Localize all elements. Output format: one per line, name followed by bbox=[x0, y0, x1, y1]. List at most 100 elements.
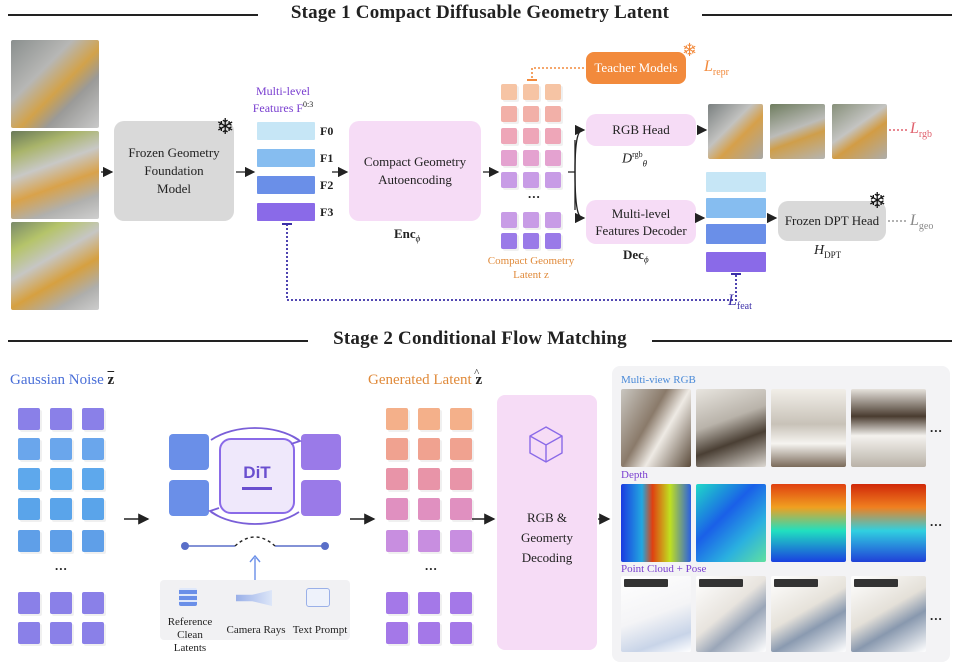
rgb-head-math-symbol: D bbox=[622, 151, 633, 167]
generated-cell bbox=[450, 498, 472, 520]
frozen-foundation-label: Frozen Geometry Foundation Model bbox=[128, 145, 220, 196]
compact-autoencoding-label: Compact Geometry Autoencoding bbox=[363, 154, 467, 187]
latent-cell bbox=[523, 212, 539, 228]
feat-loss-dotted-link bbox=[286, 224, 737, 301]
branch-to-decoder bbox=[574, 171, 586, 224]
feature-bar-2 bbox=[257, 176, 315, 194]
gaussian-noise-text: Gaussian Noise bbox=[10, 372, 104, 388]
gaussian-noise-label: Gaussian Noise z bbox=[10, 372, 114, 389]
latent-cell bbox=[523, 106, 539, 122]
snowflake-icon-foundation: ❄ bbox=[216, 114, 235, 139]
latent-cell bbox=[523, 128, 539, 144]
frozen-dpt-label: Frozen DPT Head bbox=[784, 213, 880, 228]
noise-cell bbox=[82, 408, 104, 430]
noise-cell bbox=[50, 498, 72, 520]
dit-label: DiT bbox=[243, 462, 271, 482]
generated-cell bbox=[418, 530, 440, 552]
stage2-connectors bbox=[124, 513, 611, 525]
noise-cell bbox=[82, 622, 104, 644]
stage1-title: Stage 1 Compact Diffusable Geometry Late… bbox=[290, 2, 670, 23]
condition-reference-latents: Reference Clean Latents bbox=[167, 616, 213, 654]
compact-geometry-autoencoding: Compact Geometry Autoencoding bbox=[349, 121, 481, 221]
latent-cell bbox=[523, 172, 539, 188]
multi-level-features-text: Multi-level Features F bbox=[252, 84, 310, 115]
dit-input-cell-bottom bbox=[169, 480, 209, 516]
latent-cell bbox=[545, 233, 561, 249]
latent-cell bbox=[501, 84, 517, 100]
stage2-header-line-left bbox=[8, 340, 308, 342]
noise-cell bbox=[50, 438, 72, 460]
latent-cell bbox=[501, 128, 517, 144]
generated-cell bbox=[418, 468, 440, 490]
latent-cell bbox=[501, 212, 517, 228]
enc-label: Encϕ bbox=[394, 226, 420, 244]
noise-cell bbox=[82, 530, 104, 552]
rgb-output-1 bbox=[708, 104, 763, 159]
loss-repr: Lrepr bbox=[704, 58, 729, 78]
latent-cell bbox=[545, 172, 561, 188]
reference-latents-icon bbox=[179, 588, 197, 606]
noise-cell bbox=[18, 530, 40, 552]
dit-output-cell-bottom bbox=[301, 480, 341, 516]
condition-camera-rays: Camera Rays bbox=[226, 624, 286, 636]
multi-level-features-label: Multi-level Features F0:3 bbox=[252, 84, 314, 115]
teacher-models-box: Teacher Models bbox=[586, 52, 686, 84]
rgb-head-math: Drgbθ bbox=[622, 150, 647, 168]
generated-cell bbox=[386, 592, 408, 614]
feature-bar-0 bbox=[257, 122, 315, 140]
generated-cell bbox=[386, 622, 408, 644]
loss-rgb-sub: rgb bbox=[918, 129, 933, 141]
dit-block: DiT bbox=[155, 420, 355, 590]
latent-cell bbox=[501, 150, 517, 166]
feature-bar-1 bbox=[257, 149, 315, 167]
generated-latent-text: Generated Latent bbox=[368, 372, 472, 388]
latent-hat: ^ bbox=[474, 367, 480, 379]
loss-rgb-symbol: L bbox=[910, 120, 919, 137]
loss-geo: Lgeo bbox=[910, 212, 933, 232]
stage1-header-line-right bbox=[702, 14, 952, 16]
generated-cell bbox=[386, 468, 408, 490]
pose-tag-2 bbox=[699, 579, 743, 587]
generated-cell bbox=[386, 408, 408, 430]
generated-cell bbox=[418, 408, 440, 430]
input-image-1 bbox=[11, 40, 99, 128]
dit-underline bbox=[242, 486, 272, 490]
rgb-view-4 bbox=[851, 389, 926, 467]
feature-level-0: F0 bbox=[320, 124, 334, 138]
latent-cell bbox=[501, 106, 517, 122]
generated-cell bbox=[450, 438, 472, 460]
branch-to-rgb-head bbox=[574, 124, 586, 173]
feature-level-1: F1 bbox=[320, 151, 334, 165]
pointcloud-view-4 bbox=[851, 576, 926, 652]
depth-view-3 bbox=[771, 484, 846, 562]
generated-cell bbox=[386, 530, 408, 552]
latent-cell bbox=[501, 172, 517, 188]
pose-tag-3 bbox=[774, 579, 818, 587]
loss-feat-sub: feat bbox=[736, 301, 752, 313]
stage1-connectors bbox=[101, 67, 908, 301]
noise-cell bbox=[18, 408, 40, 430]
noise-cell bbox=[82, 468, 104, 490]
rgb-view-2 bbox=[696, 389, 766, 467]
latent-cell bbox=[545, 84, 561, 100]
generated-cell bbox=[450, 530, 472, 552]
generated-cell bbox=[386, 498, 408, 520]
decoding-label: RGB & Geomerty Decoding bbox=[521, 509, 573, 565]
compact-latent-label: Compact Geometry Latent z bbox=[487, 255, 575, 281]
rgb-head-sup: rgb bbox=[632, 150, 643, 159]
pose-tag-4 bbox=[854, 579, 898, 587]
noise-cell bbox=[18, 438, 40, 460]
noise-cell bbox=[50, 408, 72, 430]
branch-latent-to-heads bbox=[568, 140, 576, 210]
dpt-math: HDPT bbox=[814, 243, 841, 260]
generated-cell bbox=[418, 592, 440, 614]
noise-cell bbox=[50, 530, 72, 552]
rgb-output-3 bbox=[832, 104, 887, 159]
feature-level-2: F2 bbox=[320, 178, 334, 192]
frozen-geometry-foundation-model: Frozen Geometry Foundation Model bbox=[114, 121, 234, 221]
depth-row-dots: ... bbox=[930, 514, 943, 529]
text-prompt-icon bbox=[306, 588, 330, 607]
enc-sub: ϕ bbox=[415, 233, 421, 244]
dec-sub: ϕ bbox=[643, 254, 649, 265]
rgb-head-label: RGB Head bbox=[612, 122, 670, 137]
